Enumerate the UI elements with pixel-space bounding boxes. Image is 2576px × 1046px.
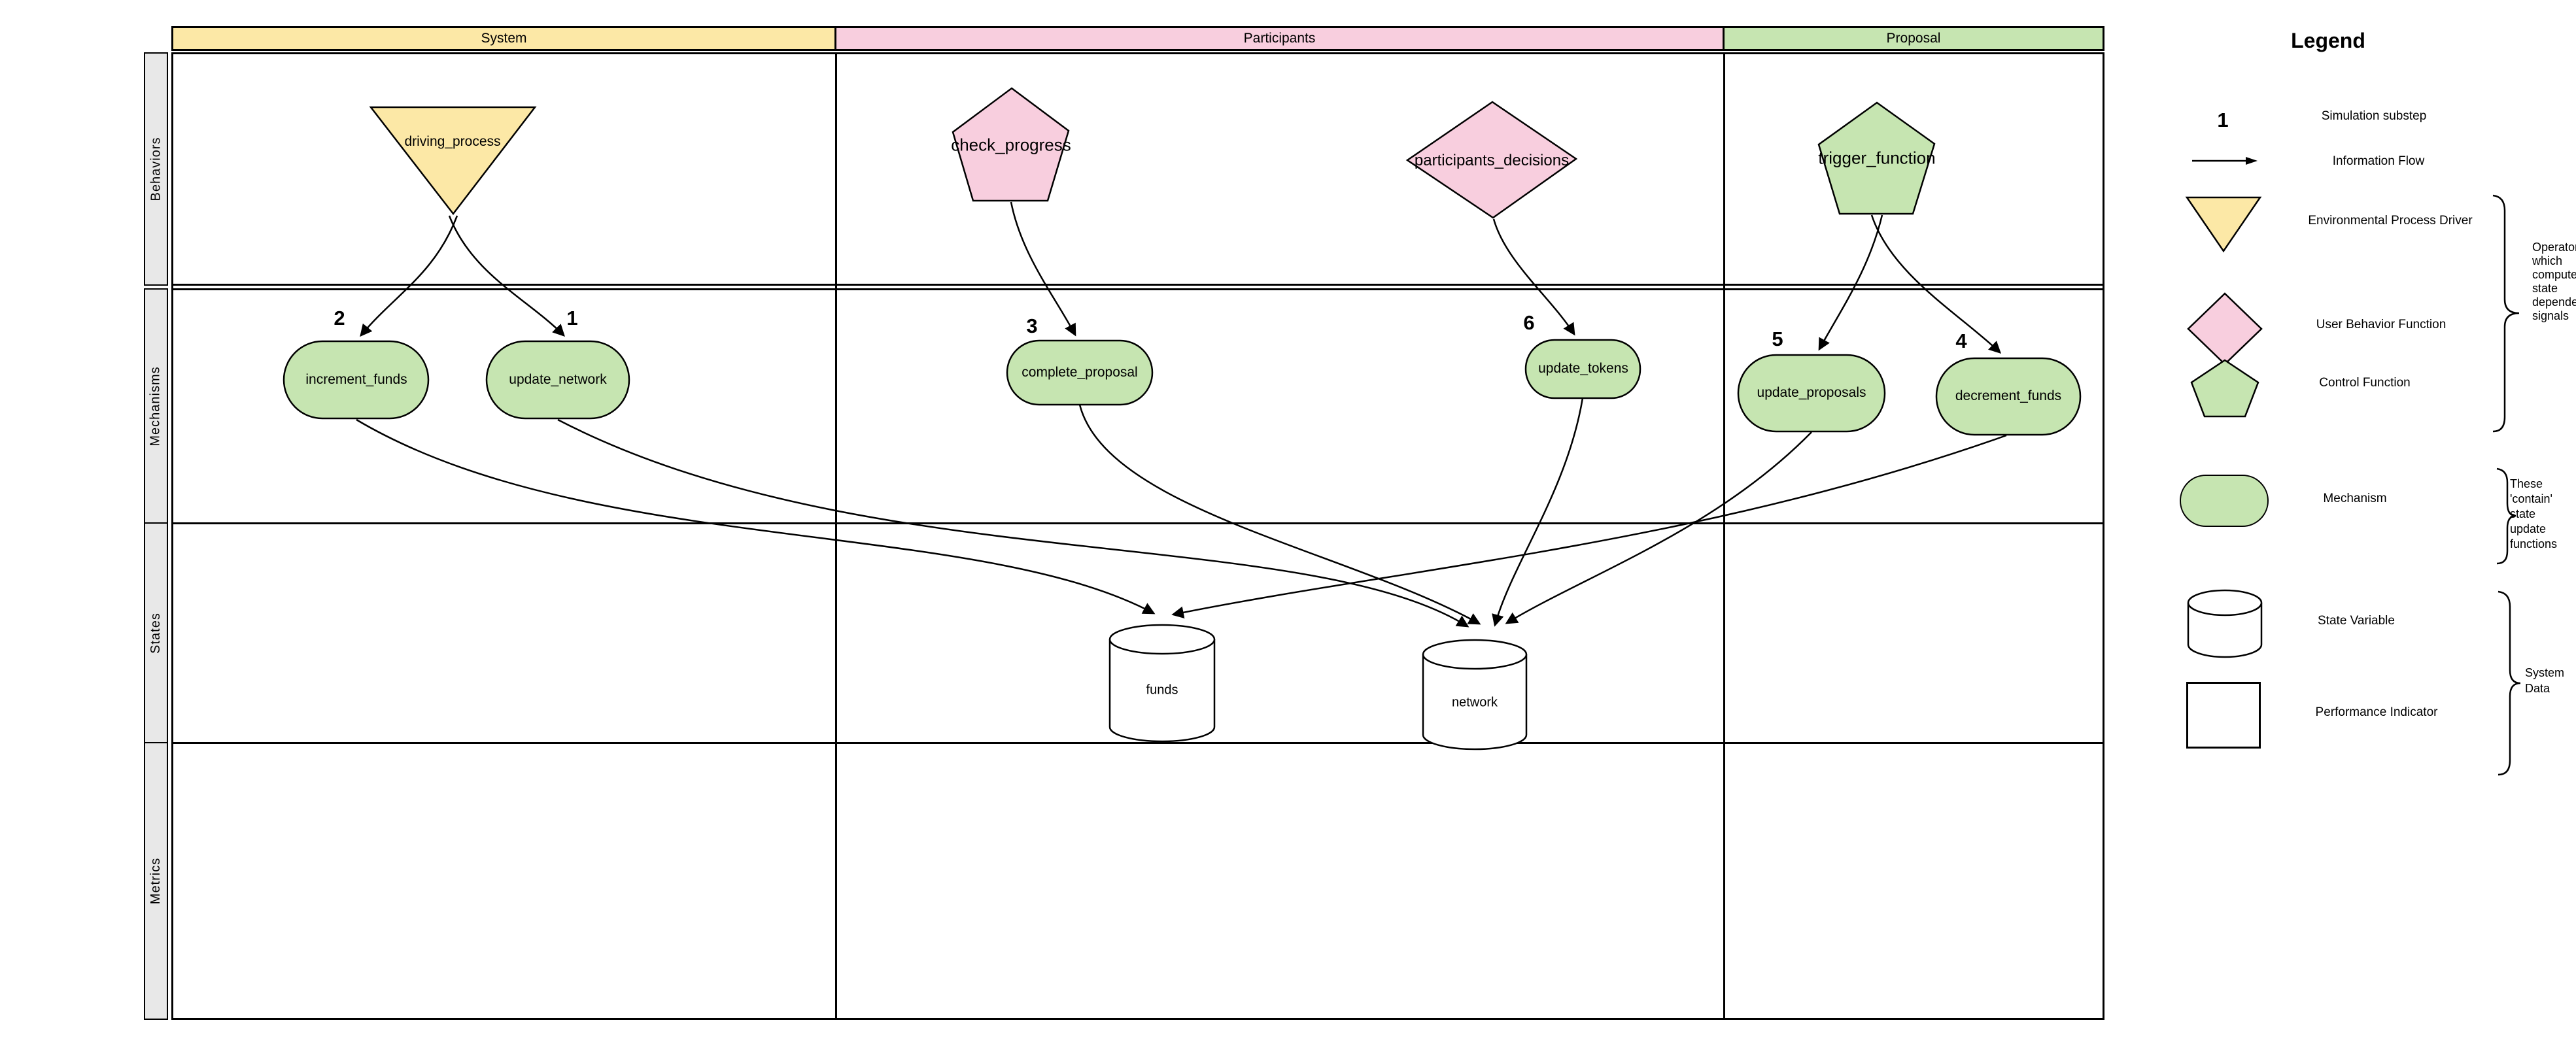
column-header-system-label: System xyxy=(481,31,527,46)
legend-performance-indicator-icon xyxy=(2186,682,2261,749)
swimlane-grid xyxy=(171,52,2104,1020)
legend-item-information-flow: Information Flow xyxy=(2332,154,2425,168)
update-network-label: update_network xyxy=(509,372,607,387)
edge-driving_process-increment_funds[interactable] xyxy=(360,215,458,337)
increment-funds-shape[interactable] xyxy=(283,340,430,420)
legend-item-simulation-substep: Simulation substep xyxy=(2321,109,2427,123)
grid-vline-system-participants xyxy=(835,52,837,1020)
grid-hline-behaviors-mechanisms-a xyxy=(171,284,2104,286)
legend-item-control-function: Control Function xyxy=(2319,376,2411,390)
legend-state-variable-icon xyxy=(2187,589,2263,658)
network-label: network xyxy=(1451,695,1498,710)
column-header-proposal: Proposal xyxy=(1723,26,2104,51)
legend-item-user-behavior-function: User Behavior Function xyxy=(2316,318,2447,331)
update-proposals-shape[interactable] xyxy=(1737,354,1886,433)
legend-annotation-contain: These 'contain' state update functions xyxy=(2510,477,2558,550)
substep-number-6: 6 xyxy=(1523,311,1535,334)
legend-annotation-system-data: System Data xyxy=(2525,666,2565,695)
column-header-participants-label: Participants xyxy=(1243,31,1316,46)
legend-arrow-icon xyxy=(2192,157,2258,165)
decrement-funds-shape[interactable] xyxy=(1935,357,2082,436)
edge-trigger_function-update_proposals[interactable] xyxy=(1818,214,1883,351)
edge-update_tokens-network[interactable] xyxy=(1492,397,1584,627)
driving-process-label: driving_process xyxy=(404,134,501,149)
check-progress-shape[interactable] xyxy=(952,87,1070,202)
column-header-system: System xyxy=(171,26,836,51)
complete-proposal-label: complete_proposal xyxy=(1022,365,1138,380)
legend-user-behavior-function-icon xyxy=(2187,292,2263,365)
lane-label-behaviors: Behaviors xyxy=(144,52,168,286)
grid-hline-states-metrics xyxy=(171,742,2104,744)
legend-substep-icon: 1 xyxy=(2217,109,2229,131)
lane-label-states: States xyxy=(144,522,168,743)
legend-control-function-icon xyxy=(2190,359,2259,418)
edge-increment_funds-funds[interactable] xyxy=(356,418,1156,615)
network-shape[interactable] xyxy=(1422,639,1528,751)
driving-process-shape[interactable] xyxy=(369,106,537,216)
legend-annotation-operators: Operators which compute state dependent … xyxy=(2532,241,2576,322)
participants-decisions-label: participants_decisions xyxy=(1414,152,1570,169)
update-tokens-label: update_tokens xyxy=(1538,361,1628,376)
update-network-shape[interactable] xyxy=(485,340,630,420)
legend-brace-contain xyxy=(2496,467,2516,565)
grid-hline-mechanisms-states xyxy=(171,522,2104,524)
legend-item-state-variable: State Variable xyxy=(2318,614,2395,628)
substep-number-2: 2 xyxy=(334,307,345,329)
substep-number-3: 3 xyxy=(1026,314,1038,337)
grid-hline-behaviors-mechanisms-b xyxy=(171,288,2104,290)
edge-decrement_funds-funds[interactable] xyxy=(1171,434,2007,619)
substep-number-1: 1 xyxy=(566,307,578,329)
edge-trigger_function-decrement_funds[interactable] xyxy=(1870,214,2002,354)
participants-decisions-shape[interactable] xyxy=(1405,101,1578,219)
legend-mechanism-icon xyxy=(2180,475,2269,527)
funds-shape[interactable] xyxy=(1108,624,1216,743)
substep-number-5: 5 xyxy=(1772,328,1783,350)
check-progress-label: check_progress xyxy=(951,135,1071,155)
legend-environmental-process-driver-icon xyxy=(2185,196,2262,253)
edge-driving_process-update_network[interactable] xyxy=(448,215,565,337)
update-tokens-shape[interactable] xyxy=(1524,339,1641,399)
lane-label-mechanisms: Mechanisms xyxy=(144,288,168,524)
funds-label: funds xyxy=(1146,683,1178,698)
legend-item-performance-indicator: Performance Indicator xyxy=(2315,705,2438,719)
edge-update_network-network[interactable] xyxy=(557,418,1469,628)
legend-brace-operators xyxy=(2492,194,2520,433)
edge-check_progress-complete_proposal[interactable] xyxy=(1010,201,1076,337)
column-header-participants: Participants xyxy=(834,26,1725,51)
grid-vline-participants-proposal xyxy=(1723,52,1725,1020)
complete-proposal-shape[interactable] xyxy=(1006,339,1154,406)
update-proposals-label: update_proposals xyxy=(1757,385,1866,400)
edge-participants_decisions-update_tokens[interactable] xyxy=(1492,218,1575,336)
trigger-function-label: trigger_function xyxy=(1818,148,1936,168)
legend-brace-system-data xyxy=(2498,590,2521,776)
substep-number-4: 4 xyxy=(1955,329,1967,352)
lane-label-metrics: Metrics xyxy=(144,742,168,1020)
decrement-funds-label: decrement_funds xyxy=(1955,388,2062,403)
increment-funds-label: increment_funds xyxy=(305,372,407,387)
edge-complete_proposal-network[interactable] xyxy=(1078,404,1481,625)
trigger-function-shape[interactable] xyxy=(1817,101,1936,215)
legend-item-environmental-process-driver: Environmental Process Driver xyxy=(2308,214,2473,228)
column-header-proposal-label: Proposal xyxy=(1886,31,1941,46)
legend-title: Legend xyxy=(2291,29,2365,52)
edge-update_proposals-network[interactable] xyxy=(1505,431,1812,624)
legend-item-mechanism: Mechanism xyxy=(2323,492,2387,505)
